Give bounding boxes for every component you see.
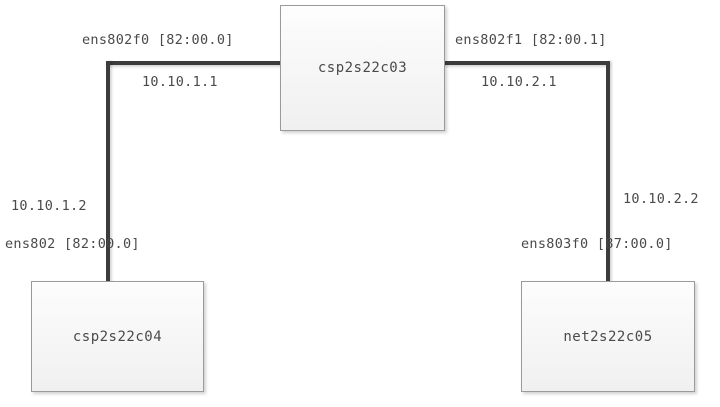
node-csp2s22c04-label: csp2s22c04 <box>72 328 163 345</box>
link-left-horizontal-segment <box>106 61 282 65</box>
link-right-horizontal-segment <box>443 61 610 65</box>
node-csp2s22c03-label: csp2s22c03 <box>317 60 408 76</box>
ip-label-10-10-2-1: 10.10.2.1 <box>481 74 557 90</box>
node-csp2s22c04[interactable]: csp2s22c04 <box>31 281 204 392</box>
ip-label-10-10-2-2: 10.10.2.2 <box>623 191 699 207</box>
interface-label-ens802: ens802 [82:00.0] <box>5 236 140 252</box>
node-net2s22c05[interactable]: net2s22c05 <box>521 281 695 392</box>
ip-label-10-10-1-1: 10.10.1.1 <box>142 74 218 90</box>
link-left-vertical-segment <box>106 61 110 283</box>
ip-label-10-10-1-2: 10.10.1.2 <box>11 198 87 214</box>
interface-label-ens803f0: ens803f0 [87:00.0] <box>521 236 673 252</box>
interface-label-ens802f1: ens802f1 [82:00.1] <box>455 32 607 48</box>
node-net2s22c05-label: net2s22c05 <box>563 328 653 345</box>
interface-label-ens802f0: ens802f0 [82:00.0] <box>82 32 234 48</box>
node-csp2s22c03[interactable]: csp2s22c03 <box>280 5 445 131</box>
link-right-vertical-segment <box>606 61 610 283</box>
